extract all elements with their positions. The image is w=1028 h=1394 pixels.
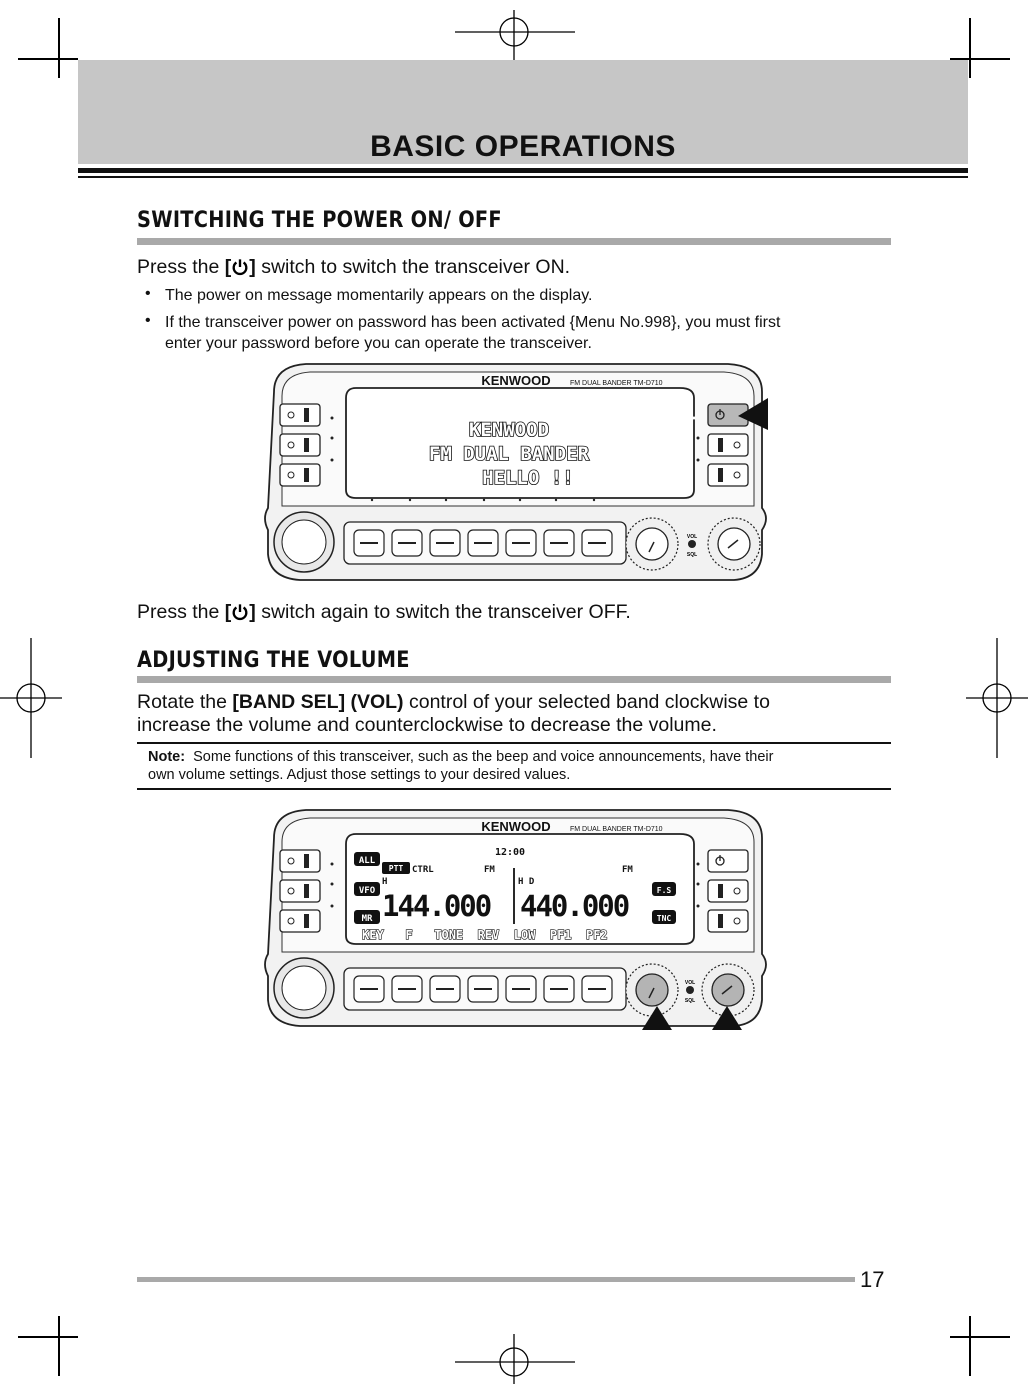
bullet-icon: • <box>145 285 151 302</box>
registration-mark-bottom <box>455 1334 575 1384</box>
radio-illustration-volume: KENWOOD FM DUAL BANDER TM-D710 12:00 ALL… <box>264 809 767 1030</box>
section-title-volume: ADJUSTING THE VOLUME <box>137 648 410 673</box>
volume-knobs: VOL SQL <box>625 517 761 571</box>
svg-text:ALL: ALL <box>359 856 376 866</box>
frequency-left: 144.000 <box>382 889 491 923</box>
lcd-display <box>345 387 695 499</box>
bullet-item: If the transceiver power on password has… <box>165 314 781 331</box>
note-rule-top <box>137 742 891 744</box>
tuning-dial <box>273 957 335 1019</box>
header-rule <box>78 168 968 173</box>
tuning-dial <box>273 511 335 573</box>
volume-instruction: Rotate the [BAND SEL] (VOL) control of y… <box>137 691 770 713</box>
registration-mark-top <box>455 10 575 60</box>
crop-mark <box>950 1336 1010 1338</box>
bullet-icon: • <box>145 312 151 329</box>
radio-illustration-power-on: KENWOOD FM DUAL BANDER TM-D710 KENWOOD F… <box>264 363 768 581</box>
front-key-row <box>343 967 627 1011</box>
svg-text:SQL: SQL <box>685 998 695 1004</box>
bullet-item-continued: enter your password before you can opera… <box>165 335 592 352</box>
crop-mark <box>58 1316 60 1376</box>
lcd-left-tags: ALL VFO MR <box>354 852 380 924</box>
lcd-line: KENWOOD <box>469 419 549 441</box>
note-text: Note: Some functions of this transceiver… <box>148 749 774 765</box>
pointer-arrow-right-knob <box>712 1006 742 1030</box>
volume-instruction-continued: increase the volume and counterclockwise… <box>137 714 717 736</box>
power-right: H D <box>518 877 535 887</box>
lcd-tick-marks <box>370 498 596 502</box>
right-side-buttons <box>707 403 749 487</box>
lcd-line: FM DUAL BANDER <box>429 443 590 465</box>
left-side-buttons <box>279 849 321 933</box>
lcd-clock: 12:00 <box>495 847 525 858</box>
svg-text:VOL: VOL <box>685 980 695 986</box>
note-rule-bottom <box>137 788 891 790</box>
power-off-instruction: Press the [] switch again to switch the … <box>137 601 631 623</box>
svg-text:VFO: VFO <box>359 886 376 896</box>
lcd-display <box>345 833 695 945</box>
header-band <box>78 60 968 164</box>
crop-mark <box>969 18 971 78</box>
lcd-line: HELLO !! <box>482 467 574 489</box>
right-side-buttons <box>707 849 749 933</box>
front-key-row <box>343 521 627 565</box>
footer-rule <box>137 1277 855 1282</box>
page-number: 17 <box>860 1267 885 1292</box>
bullet-item: The power on message momentarily appears… <box>165 287 593 304</box>
pointer-arrow-power <box>738 398 768 430</box>
power-icon <box>232 259 248 276</box>
registration-mark-left <box>0 638 62 758</box>
radio-brand: KENWOOD <box>481 819 550 834</box>
radio-brand: KENWOOD <box>481 373 550 388</box>
mode-right: FM <box>622 865 633 875</box>
ctrl-indicator: CTRL <box>412 865 434 875</box>
section-title-power: SWITCHING THE POWER ON/ OFF <box>137 208 502 233</box>
section-bar <box>137 238 891 245</box>
radio-model: FM DUAL BANDER TM-D710 <box>570 380 663 387</box>
power-icon <box>232 604 248 621</box>
power-left: H <box>382 877 387 887</box>
svg-text:F.S: F.S <box>657 886 672 895</box>
left-side-buttons <box>279 403 321 487</box>
svg-text:VOL: VOL <box>687 534 697 540</box>
lcd-key-labels: KEY F TONE REV LOW PF1 PF2 <box>362 928 608 942</box>
pointer-arrow-left-knob <box>642 1006 672 1030</box>
crop-mark <box>950 58 1010 60</box>
registration-mark-right <box>966 638 1028 758</box>
volume-knobs: VOL SQL <box>625 963 755 1017</box>
crop-mark <box>969 1316 971 1376</box>
svg-text:MR: MR <box>362 914 373 924</box>
svg-text:SQL: SQL <box>687 552 697 558</box>
crop-mark <box>58 18 60 78</box>
svg-text:PTT: PTT <box>389 864 404 873</box>
ptt-indicator <box>382 862 410 874</box>
mode-left: FM <box>484 865 495 875</box>
radio-model: FM DUAL BANDER TM-D710 <box>570 826 663 833</box>
section-bar <box>137 676 891 683</box>
header-rule-thin <box>78 176 968 178</box>
lcd-right-tags: F.S TNC <box>652 882 676 924</box>
note-text-continued: own volume settings. Adjust those settin… <box>148 767 571 783</box>
frequency-right: 440.000 <box>520 889 629 923</box>
page-title: BASIC OPERATIONS <box>370 130 676 163</box>
power-on-instruction: Press the [] switch to switch the transc… <box>137 256 571 278</box>
crop-mark <box>18 1336 78 1338</box>
crop-mark <box>18 58 78 60</box>
svg-text:TNC: TNC <box>657 914 672 923</box>
